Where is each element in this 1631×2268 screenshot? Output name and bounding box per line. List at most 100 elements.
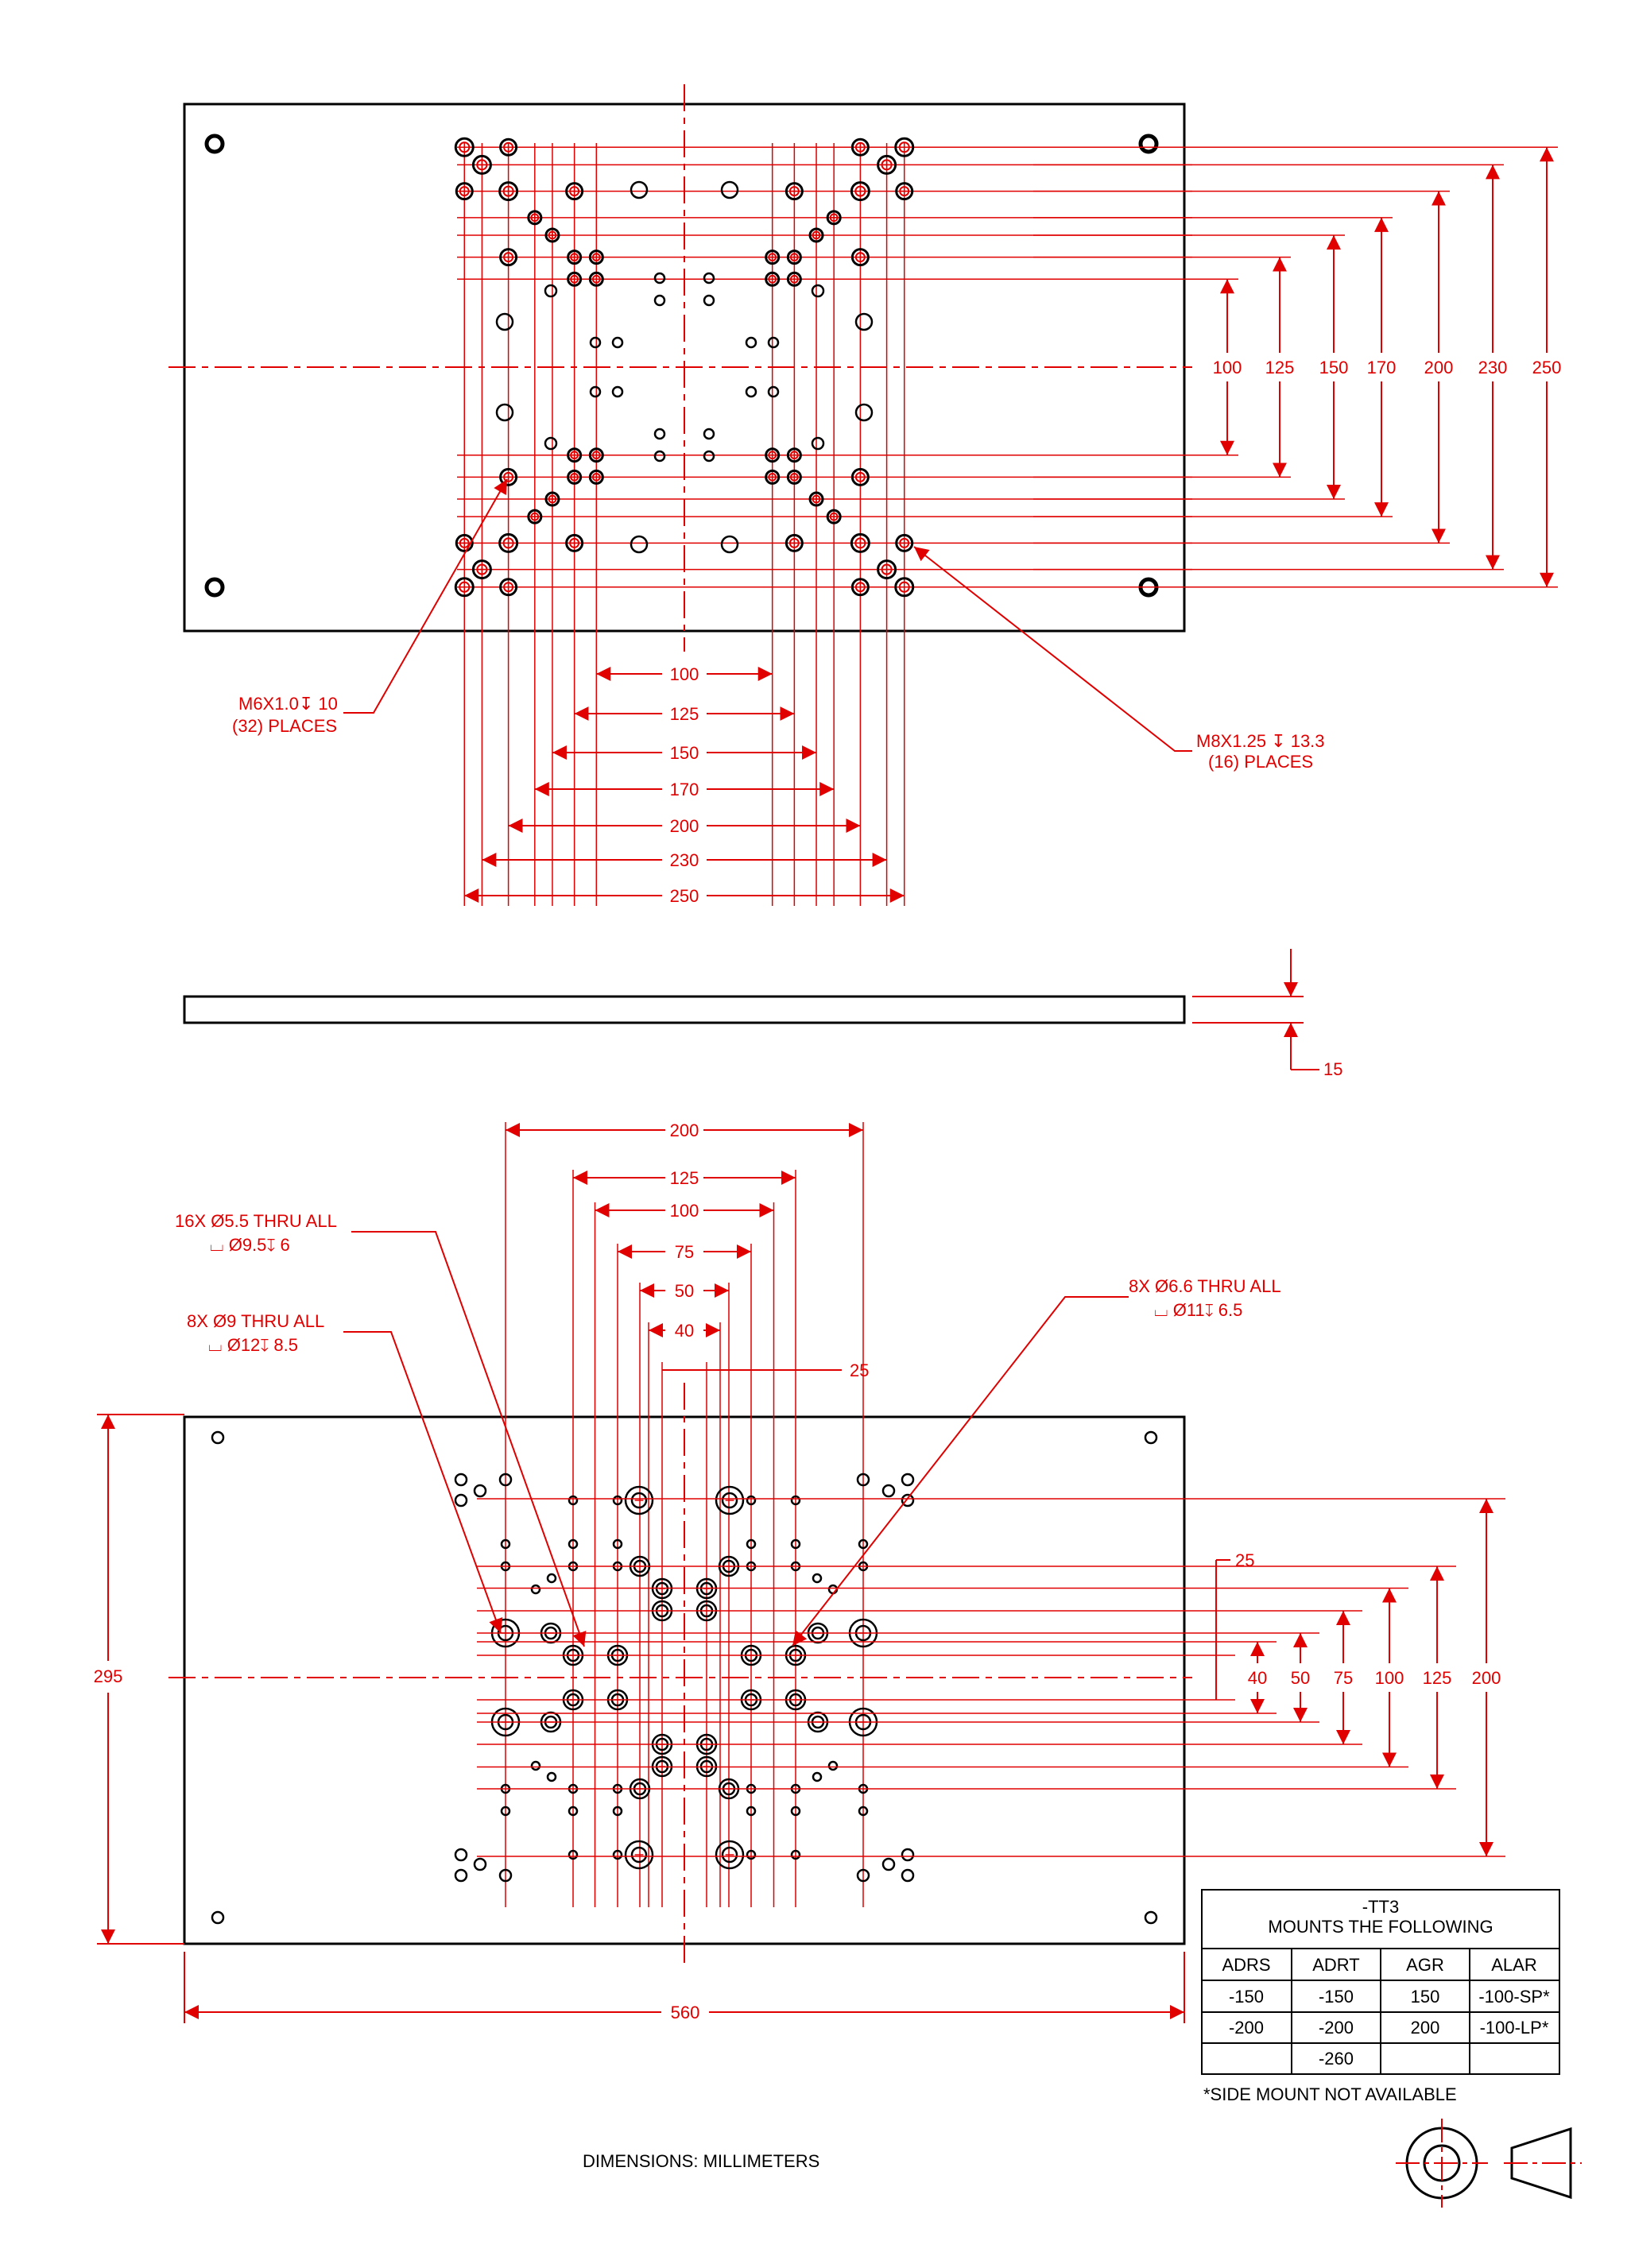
tapped-hole: [785, 533, 804, 552]
small-hole: [473, 1484, 487, 1498]
tapped-hole: [786, 469, 802, 485]
table-footnote: *SIDE MOUNT NOT AVAILABLE: [1203, 2084, 1457, 2104]
tapped-hole: [471, 559, 492, 580]
bottom-vdim-label-125: 125: [1423, 1668, 1452, 1688]
top-hdim-label-125: 125: [670, 704, 699, 724]
table-header-1: ADRT: [1312, 1955, 1360, 1975]
tapped-hole: [850, 181, 870, 202]
side-plate-outline: [183, 995, 1186, 1024]
small-hole: [746, 1849, 757, 1860]
plain-hole: [589, 385, 602, 398]
tapped-hole: [588, 250, 604, 265]
small-hole: [790, 1849, 801, 1860]
bottom-vdim-label-40: 40: [1248, 1668, 1267, 1688]
tapped-hole: [567, 250, 583, 265]
plain-hole: [653, 294, 666, 307]
tapped-hole-thread: [854, 471, 866, 482]
small-hole: [498, 1473, 513, 1487]
tapped-hole: [454, 577, 475, 598]
tapped-hole-thread: [899, 537, 910, 548]
tapped-hole: [765, 250, 781, 265]
overall-width-label: 560: [671, 2003, 700, 2022]
tapped-hole: [895, 182, 914, 201]
tapped-hole-thread: [768, 253, 777, 262]
bottom-vdim-label-75: 75: [1334, 1668, 1353, 1688]
tapped-hole: [455, 182, 474, 201]
callout-16x-line2: ⌴ Ø9.5↧ 6: [210, 1235, 290, 1255]
tapped-hole: [454, 137, 475, 157]
bottom-vdim-label-50: 50: [1291, 1668, 1310, 1688]
plain-hole: [703, 272, 715, 284]
tapped-hole: [527, 509, 543, 524]
tapped-hole-thread: [812, 230, 821, 240]
bottom-hdim-label-40: 40: [675, 1321, 694, 1341]
tapped-hole-thread: [854, 582, 866, 593]
small-hole: [612, 1805, 623, 1817]
table-cell: -260: [1319, 2049, 1354, 2069]
plain-hole: [703, 294, 715, 307]
corner-hole: [1138, 134, 1159, 154]
tapped-hole: [588, 447, 604, 463]
table-header-2: AGR: [1406, 1955, 1444, 1975]
counterbore-hole-9-inner: [630, 1492, 648, 1509]
plain-hole: [630, 180, 649, 199]
tapped-hole: [471, 154, 492, 175]
tapped-hole: [765, 447, 781, 463]
plain-hole: [767, 336, 780, 349]
third-angle-projection-icon: [1396, 2119, 1582, 2208]
tapped-hole: [527, 210, 543, 226]
corner-hole: [1144, 1430, 1158, 1445]
counterbore-hole-9-inner: [721, 1846, 738, 1864]
tapped-hole-thread: [768, 472, 777, 482]
tapped-hole-thread: [898, 141, 910, 153]
side-view: 15: [183, 949, 1342, 1079]
tapped-hole: [567, 447, 583, 463]
plain-hole: [630, 535, 649, 554]
tapped-hole-thread: [854, 185, 866, 197]
small-hole: [612, 1849, 623, 1860]
small-hole: [454, 1473, 468, 1487]
tapped-hole: [455, 533, 474, 552]
tapped-hole-thread: [789, 253, 799, 262]
tapped-hole-thread: [591, 274, 601, 284]
bottom-hdim-label-50: 50: [675, 1281, 694, 1301]
table-cell: -100-SP*: [1478, 1987, 1550, 2007]
tapped-hole-thread: [530, 213, 540, 223]
table-cell: -100-LP*: [1480, 2018, 1549, 2038]
m8-callout-line2: (16) PLACES: [1208, 752, 1313, 772]
tapped-hole-thread: [789, 451, 799, 460]
tapped-hole-thread: [898, 581, 910, 593]
small-hole: [858, 1805, 869, 1817]
top-holes: [204, 134, 1159, 598]
small-hole: [881, 1857, 896, 1871]
plain-hole: [811, 284, 825, 298]
tapped-hole-thread: [829, 213, 839, 223]
tapped-hole: [544, 491, 560, 507]
tapped-hole-thread: [503, 471, 514, 482]
tapped-hole: [499, 248, 518, 267]
tapped-hole: [850, 532, 870, 553]
tapped-hole-thread: [881, 159, 893, 171]
tapped-hole: [850, 467, 870, 486]
bottom-vdim-label-200: 200: [1472, 1668, 1501, 1688]
tapped-hole: [498, 181, 519, 202]
tapped-hole-thread: [812, 494, 821, 504]
plain-hole: [811, 436, 825, 451]
small-hole: [881, 1484, 896, 1498]
tapped-hole: [499, 578, 518, 597]
small-hole: [858, 1538, 869, 1550]
tapped-hole: [850, 248, 870, 267]
small-hole: [901, 1493, 915, 1507]
m6-callout-line1: M6X1.0↧ 10: [238, 694, 338, 714]
tapped-hole-thread: [854, 252, 866, 263]
tapped-hole-thread: [503, 141, 514, 153]
plain-hole: [653, 428, 666, 440]
bottom-centerlines: [169, 1383, 1192, 1963]
callout-8x66-line1: 8X Ø6.6 THRU ALL: [1129, 1276, 1281, 1296]
tapped-hole: [785, 182, 804, 201]
table-cell: -200: [1229, 2018, 1264, 2038]
tapped-hole-thread: [503, 582, 514, 593]
